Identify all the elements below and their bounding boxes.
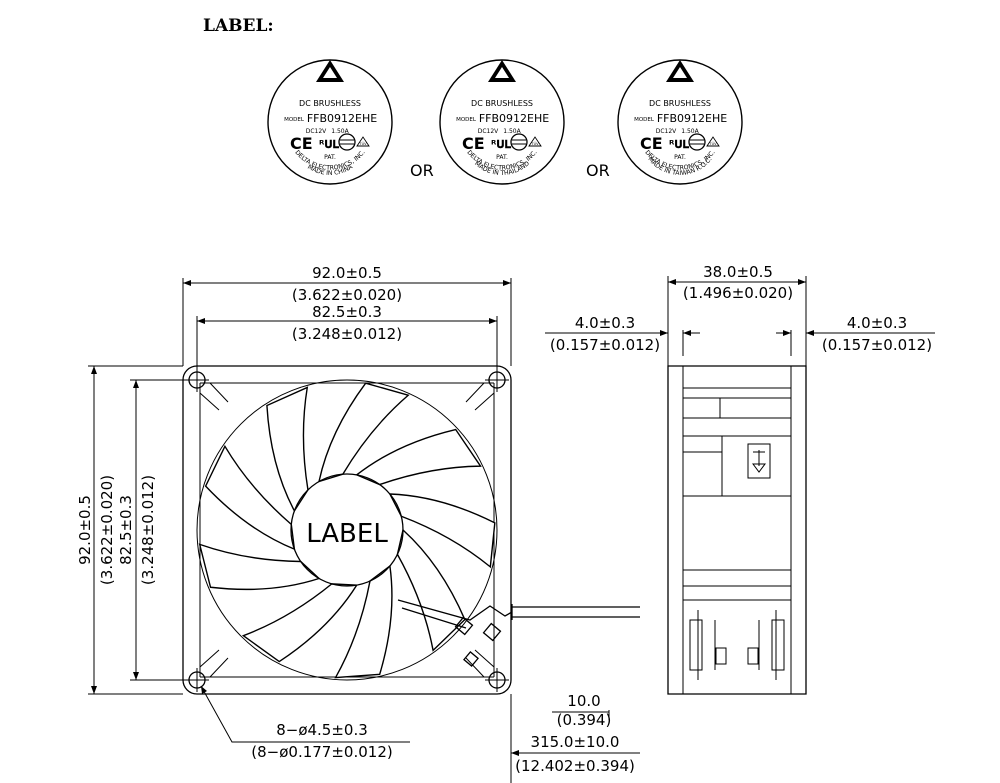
dim-flange-left: 4.0±0.3 xyxy=(575,314,635,332)
label-amp: 1.50A xyxy=(681,128,699,135)
label-amp: 1.50A xyxy=(331,128,349,135)
label-volt: DC12V xyxy=(306,128,327,135)
dim-hole-dia-in: (8−ø0.177±0.012) xyxy=(251,743,392,761)
fan-front-view: LABEL xyxy=(182,365,640,695)
dim-lead-offset-in: (0.394) xyxy=(557,711,612,729)
front-dimensions: 92.0±0.5 (3.622±0.020) 82.5±0.3 (3.248±0… xyxy=(76,264,640,783)
fan-blade xyxy=(318,382,410,483)
or-text-2: OR xyxy=(586,161,610,180)
lead-wire xyxy=(511,604,640,620)
label-ce-mark: CE xyxy=(462,134,485,153)
fan-blades xyxy=(198,382,496,679)
lead-wire-guide xyxy=(397,599,513,629)
label-pat: PAT. xyxy=(496,154,508,161)
dim-lead-offset: 10.0 xyxy=(567,692,600,710)
dim-width-hole-in: (3.248±0.012) xyxy=(292,325,402,343)
fan-blade xyxy=(388,493,496,569)
dim-lead-length-in: (12.402±0.394) xyxy=(515,757,635,775)
label-cert-icon xyxy=(338,133,356,151)
dim-height-hole: 82.5±0.3 xyxy=(117,495,135,565)
label-heading: LABEL: xyxy=(203,16,274,36)
label-model-prefix: MODEL xyxy=(456,117,477,123)
label-series: DC BRUSHLESS xyxy=(471,99,533,108)
fan-blade xyxy=(355,428,482,486)
label-tuv-icon xyxy=(706,136,720,147)
label-series: DC BRUSHLESS xyxy=(649,99,711,108)
fan-blade xyxy=(396,528,466,652)
dim-flange-right-in: (0.157±0.012) xyxy=(822,336,932,354)
label-ul-mark: ᴿ𝐔𝐋 xyxy=(491,138,511,151)
label-ul-mark: ᴿ𝐔𝐋 xyxy=(669,138,689,151)
label-tuv: TÜV xyxy=(530,141,539,146)
label-volt: DC12V xyxy=(656,128,677,135)
dim-height-outer: 92.0±0.5 xyxy=(76,495,94,565)
label-model-prefix: MODEL xyxy=(634,117,655,123)
dim-flange-right: 4.0±0.3 xyxy=(847,314,907,332)
label-volt: DC12V xyxy=(478,128,499,135)
hub-label: LABEL xyxy=(306,519,388,549)
dim-width-outer-in: (3.622±0.020) xyxy=(292,286,402,304)
label-model: FFB0912EHE xyxy=(479,112,549,125)
dim-width-outer: 92.0±0.5 xyxy=(312,264,382,282)
fan-blade xyxy=(266,386,309,513)
dim-depth-in: (1.496±0.020) xyxy=(683,284,793,302)
label-tuv: TÜV xyxy=(708,141,717,146)
dim-hole-dia: 8−ø4.5±0.3 xyxy=(276,721,368,739)
label-cert-icon xyxy=(688,133,706,151)
dim-width-hole: 82.5±0.3 xyxy=(312,303,382,321)
label-ce-mark: CE xyxy=(290,134,313,153)
dim-depth: 38.0±0.5 xyxy=(703,263,773,281)
label-tuv-icon xyxy=(528,136,542,147)
label-sticker-3: DC BRUSHLESS MODEL FFB0912EHE DC12V 1.50… xyxy=(617,59,743,185)
label-variants: DC BRUSHLESS MODEL FFB0912EHE DC12V 1.50… xyxy=(267,59,743,185)
label-ce-mark: CE xyxy=(640,134,663,153)
dim-height-hole-in: (3.248±0.012) xyxy=(139,475,157,585)
dim-lead-length: 315.0±10.0 xyxy=(531,733,620,751)
label-sticker-2: DC BRUSHLESS MODEL FFB0912EHE DC12V 1.50… xyxy=(439,59,565,185)
label-pat: PAT. xyxy=(324,154,336,161)
label-model-prefix: MODEL xyxy=(284,117,305,123)
mounting-hole-br xyxy=(485,668,509,692)
fan-blade xyxy=(334,564,393,679)
dim-height-outer-in: (3.622±0.020) xyxy=(98,475,116,585)
label-tuv-icon xyxy=(356,136,370,147)
label-cert-icon xyxy=(510,133,528,151)
or-text-1: OR xyxy=(410,161,434,180)
fan-blade xyxy=(204,444,296,551)
label-ul-mark: ᴿ𝐔𝐋 xyxy=(319,138,339,151)
label-sticker-1: DC BRUSHLESS MODEL FFB0912EHE DC12V 1.50… xyxy=(267,59,393,185)
label-pat: PAT. xyxy=(674,154,686,161)
label-series: DC BRUSHLESS xyxy=(299,99,361,108)
label-model: FFB0912EHE xyxy=(307,112,377,125)
label-amp: 1.50A xyxy=(503,128,521,135)
fan-side-view xyxy=(667,365,807,695)
dim-flange-left-in: (0.157±0.012) xyxy=(550,336,660,354)
fan-blade xyxy=(241,583,358,663)
label-tuv: TÜV xyxy=(358,141,367,146)
fan-hub xyxy=(290,473,404,587)
label-model: FFB0912EHE xyxy=(657,112,727,125)
side-dimensions: 38.0±0.5 (1.496±0.020) 4.0±0.3 (0.157±0.… xyxy=(545,263,935,366)
fan-blade xyxy=(198,543,321,591)
